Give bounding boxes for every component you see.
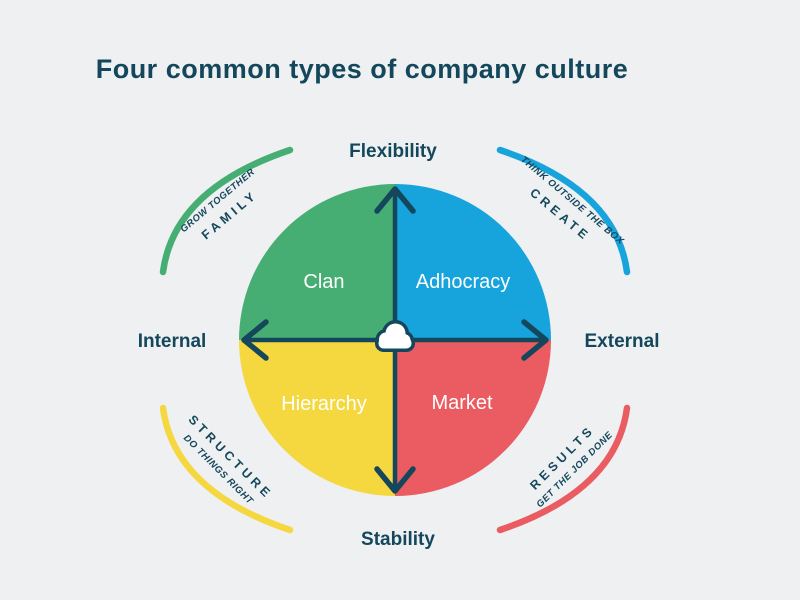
axis-label-stability: Stability bbox=[361, 529, 435, 550]
adhocracy-corner-arc bbox=[496, 146, 631, 276]
market-corner-arc bbox=[496, 404, 631, 534]
cloud-icon bbox=[375, 320, 415, 352]
axis-label-internal: Internal bbox=[138, 331, 207, 352]
hierarchy-corner-arc bbox=[159, 404, 294, 534]
adhocracy-corner-text: THINK OUTSIDE THE BOX CREATE bbox=[518, 154, 626, 247]
arrow-left-icon bbox=[241, 319, 269, 361]
clan-corner-arc bbox=[159, 146, 294, 276]
adhocracy-label: Adhocracy bbox=[416, 271, 511, 293]
axis-label-external: External bbox=[585, 331, 660, 352]
arrow-right-icon bbox=[521, 319, 549, 361]
page-title: Four common types of company culture bbox=[96, 54, 629, 84]
arrow-down-icon bbox=[374, 466, 416, 494]
adhocracy-wedge bbox=[395, 184, 551, 340]
hierarchy-wedge bbox=[239, 340, 395, 496]
clan-label: Clan bbox=[303, 271, 344, 293]
market-label: Market bbox=[431, 392, 493, 414]
clan-wedge bbox=[239, 184, 395, 340]
hierarchy-label: Hierarchy bbox=[281, 393, 367, 415]
market-wedge bbox=[395, 340, 551, 496]
arrow-up-icon bbox=[374, 186, 416, 214]
axis-label-flexibility: Flexibility bbox=[349, 141, 437, 162]
